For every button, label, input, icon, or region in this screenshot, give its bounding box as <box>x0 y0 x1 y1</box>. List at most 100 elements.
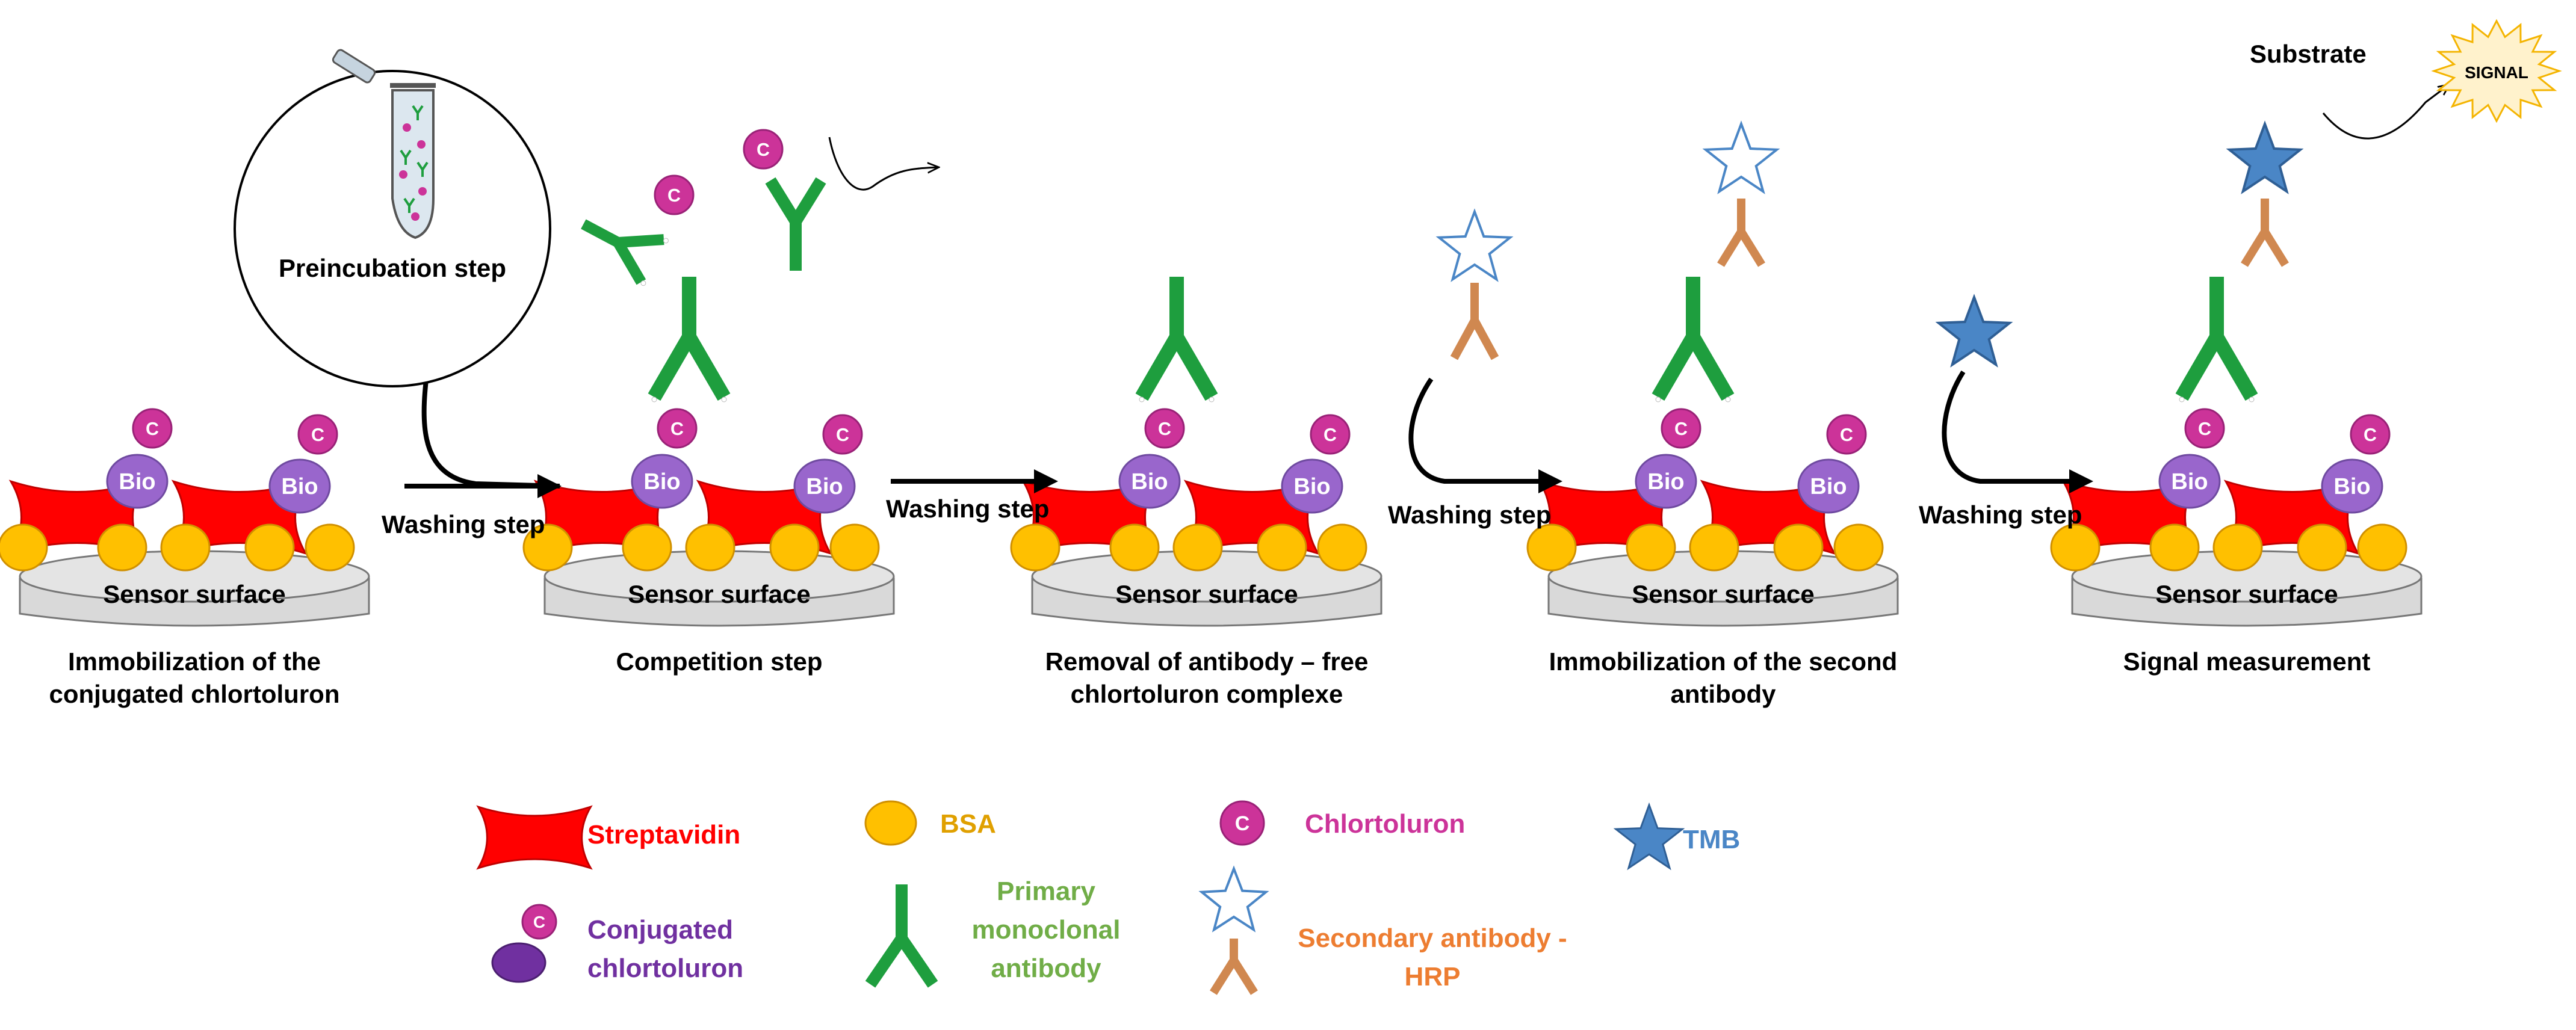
sensor-surface: Sensor surface <box>1547 550 1899 627</box>
chlortoluron-icon-letter: C <box>1235 812 1250 835</box>
bio <box>2158 454 2221 509</box>
stage-caption-line: Signal measurement <box>2123 647 2371 676</box>
sensor-surface-label: Sensor surface <box>628 580 810 608</box>
chlortoluron-letter: C <box>146 419 159 439</box>
preincubation-bubble: Preincubation step <box>234 49 551 387</box>
secondary-antibody-free <box>1450 283 1499 360</box>
chlortoluron-letter: C <box>757 140 770 160</box>
legend: Streptavidin BSA C Chlortoluron TMB C Co… <box>476 800 1740 995</box>
chlortoluron <box>132 408 173 449</box>
primary-antibody <box>648 277 731 402</box>
chlortoluron <box>657 408 698 449</box>
bsa <box>622 523 672 572</box>
chlortoluron <box>654 174 695 215</box>
chlortoluron <box>2350 414 2391 455</box>
washing-label-3: Washing step <box>1388 501 1551 529</box>
streptavidin-icon <box>476 805 593 870</box>
tube-icon <box>332 49 436 239</box>
bio <box>1797 458 1860 514</box>
chlortoluron <box>297 414 338 455</box>
bio <box>1118 454 1181 509</box>
legend-secondary-line1: Secondary antibody - <box>1298 924 1567 953</box>
bsa <box>305 523 355 572</box>
legend-chlortoluron-label: Chlortoluron <box>1305 809 1465 839</box>
legend-tmb-label: TMB <box>1683 825 1740 854</box>
legend-secondary-line2: HRP <box>1405 962 1461 991</box>
primary-antibody <box>2175 277 2258 402</box>
chlortoluron <box>743 129 784 170</box>
streptavidin <box>476 805 593 870</box>
bsa <box>685 523 735 572</box>
bio-label: Bio <box>2171 469 2208 495</box>
bio <box>106 454 169 509</box>
bio-label: Bio <box>119 469 155 495</box>
stage-caption-line: conjugated chlortoluron <box>49 680 340 708</box>
incoming-tmb-star <box>1935 294 2013 368</box>
bsa <box>1526 523 1577 572</box>
assay-stages: Sensor surface Bio Bio C C Immobilization of … <box>0 120 2423 708</box>
preincubation-arrow <box>421 359 560 489</box>
legend-primary-line2: monoclonal <box>972 915 1121 945</box>
chlortoluron-letter: C <box>836 425 849 445</box>
chlortoluron-letter: C <box>2364 425 2377 445</box>
chlortoluron-letter: C <box>1158 419 1171 439</box>
legend-streptavidin: Streptavidin <box>476 805 740 870</box>
washing-arrows: Washing step Washing step Washing step W… <box>382 359 2093 538</box>
legend-conjugated: C Conjugated chlortoluron <box>491 904 743 983</box>
bsa <box>829 523 880 572</box>
washing-arrow-4 <box>1942 370 2093 493</box>
primary-antibody <box>1135 277 1218 402</box>
stage-caption-line: antibody <box>1671 680 1777 708</box>
substrate-label: Substrate <box>2250 40 2367 68</box>
bsa <box>769 523 820 572</box>
sensor-surface-label: Sensor surface <box>1632 580 1814 608</box>
chlortoluron-letter: C <box>667 185 681 206</box>
bsa <box>1833 523 1884 572</box>
legend-tmb: TMB <box>1613 802 1740 871</box>
chlortoluron-icon <box>1219 800 1265 846</box>
hrp-star <box>1702 120 1780 194</box>
washing-arrow-3 <box>1408 377 1562 493</box>
stage-caption-line: Immobilization of the second <box>1549 647 1898 676</box>
legend-conjugated-line1: Conjugated <box>587 915 733 945</box>
signal-burst: SIGNAL <box>2431 19 2562 123</box>
bio <box>268 458 331 514</box>
conjugated-icon-letter: C <box>533 913 545 931</box>
sensor-surface-label: Sensor surface <box>1115 580 1298 608</box>
chlortoluron <box>822 414 863 455</box>
secondary-antibody <box>1717 199 1765 267</box>
bsa <box>244 523 295 572</box>
chlortoluron <box>2184 408 2225 449</box>
legend-bsa-label: BSA <box>940 809 996 839</box>
primary-antibody-free <box>581 219 669 286</box>
bsa <box>1773 523 1824 572</box>
hrp-star <box>1198 865 1269 933</box>
stage-caption-line: Immobilization of the <box>68 647 321 676</box>
legend-streptavidin-label: Streptavidin <box>587 820 740 850</box>
legend-chlortoluron: C Chlortoluron <box>1219 800 1465 846</box>
bsa <box>1172 523 1223 572</box>
free-complex-2 <box>765 177 826 271</box>
bio-label: Bio <box>281 474 318 499</box>
stage-caption-line: Removal of antibody – free <box>1045 647 1369 676</box>
washing-label-1: Washing step <box>382 510 545 538</box>
secondary-antibody-icon <box>1198 865 1269 995</box>
legend-conjugated-line2: chlortoluron <box>587 954 743 983</box>
bsa-icon <box>864 800 917 846</box>
chlortoluron-letter: C <box>1324 425 1337 445</box>
secondary-antibody <box>2241 199 2289 267</box>
bsa <box>1626 523 1676 572</box>
incoming-secondary-antibody <box>1435 208 1514 360</box>
legend-primary-line3: antibody <box>991 954 1101 983</box>
washing-label-4: Washing step <box>1919 501 2082 529</box>
bsa <box>1689 523 1739 572</box>
bsa <box>2357 523 2407 572</box>
primary-antibody <box>1652 277 1735 402</box>
substrate-arrow <box>2322 84 2450 140</box>
bio-label: Bio <box>806 474 843 499</box>
